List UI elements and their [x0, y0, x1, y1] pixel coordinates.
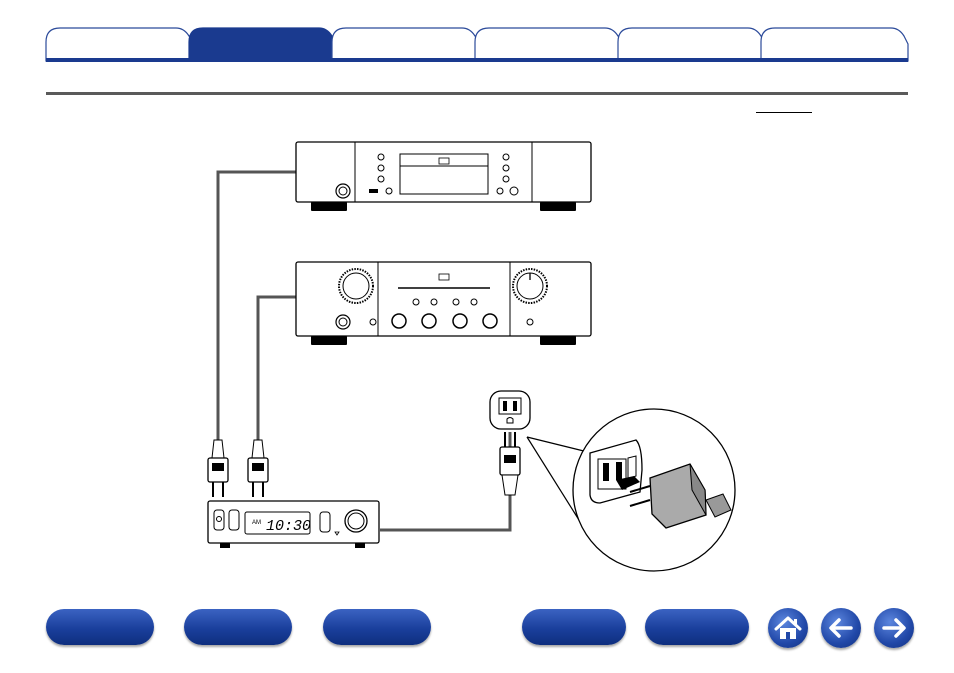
bottom-nav-button-3[interactable]: [323, 609, 431, 645]
tab-2[interactable]: [188, 27, 348, 62]
power-connection-diagram: AM 10:30: [207, 141, 736, 572]
forward-arrow-icon: [882, 618, 906, 638]
tab-6[interactable]: [760, 27, 909, 62]
home-icon: [774, 616, 802, 639]
cd-player: [295, 141, 592, 211]
plug-left: [207, 439, 229, 497]
plug-to-outlet: [499, 432, 521, 496]
tab-1[interactable]: [45, 27, 205, 62]
back-arrow-icon: [829, 618, 853, 638]
short-rule: [756, 112, 812, 113]
plug-right: [247, 439, 269, 497]
clock-ampm: AM: [252, 520, 261, 526]
bottom-nav-button-4[interactable]: [522, 609, 626, 645]
home-button[interactable]: [768, 608, 808, 648]
forward-button[interactable]: [874, 608, 914, 648]
zoom-callout: [526, 408, 736, 572]
bottom-nav-button-5[interactable]: [645, 609, 749, 645]
tab-5[interactable]: [617, 27, 777, 62]
tab-3[interactable]: [331, 27, 491, 62]
tab-4[interactable]: [474, 27, 634, 62]
tab-bar: [45, 27, 909, 62]
section-divider: [46, 92, 908, 95]
back-button[interactable]: [821, 608, 861, 648]
bottom-nav-button-2[interactable]: [184, 609, 292, 645]
clock-time: 10:30: [266, 518, 311, 535]
amplifier: [295, 261, 592, 345]
wall-outlet: [489, 390, 531, 430]
tab-underline: [46, 58, 908, 62]
timer-unit: AM 10:30: [207, 500, 380, 548]
bottom-nav-button-1[interactable]: [46, 609, 154, 645]
